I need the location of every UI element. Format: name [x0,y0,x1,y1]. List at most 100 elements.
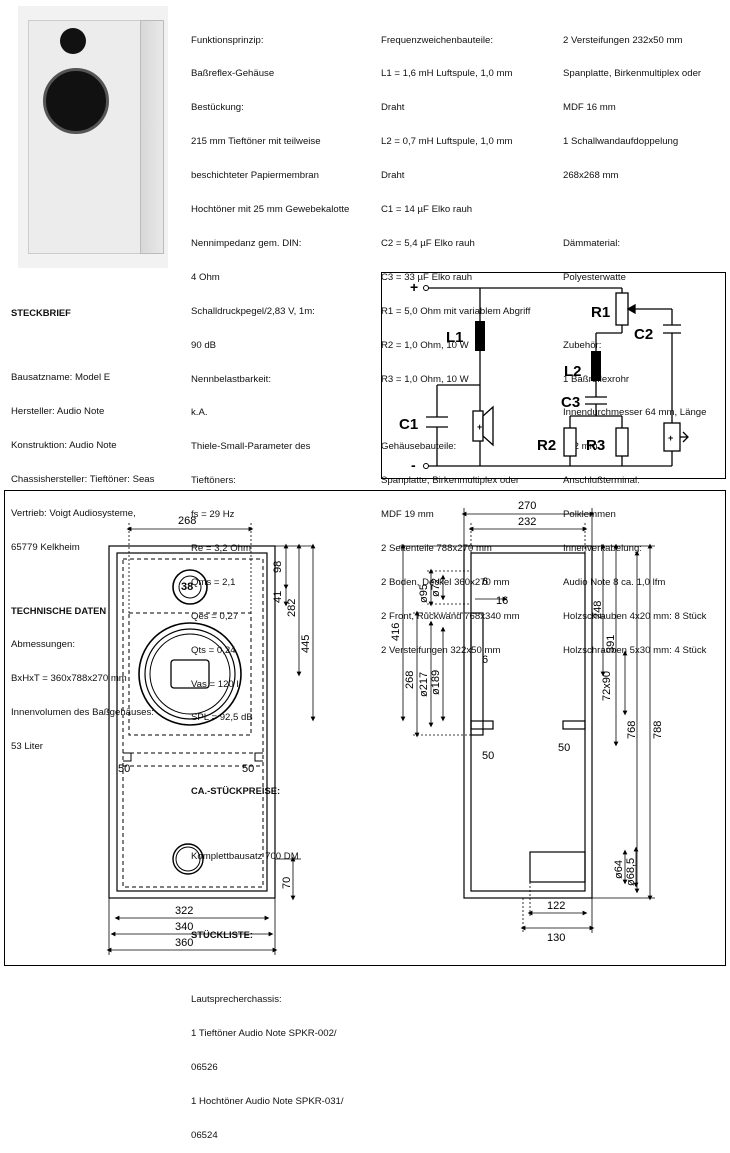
parts-line: Lautsprecherchassis: [191,994,282,1006]
tweeter-icon [60,28,86,54]
parts-line: Gehäusebauteile: [381,441,457,453]
side-section-view: 270 232 ø95 ø72 6 16 6 416 268 ø217 ø189… [390,500,664,944]
spec-line: Qms = 2,1 [191,576,236,588]
dim-dia-189: ø189 [430,670,442,695]
spec-line: Thiele-Small-Parameter des [191,441,311,453]
parts-line: 06526 [191,1062,218,1074]
coil-l2-icon [591,351,601,381]
speaker-side-panel [140,20,164,254]
parts-line: 268x268 mm [563,170,619,182]
parts-line: 1 Tieftöner Audio Note SPKR-002/ [191,1028,337,1040]
steckbrief-line: Konstruktion: Audio Note [11,439,117,451]
dim-tweeter-38: 38 [181,581,193,593]
dim-brace-50-side-left: 50 [482,750,494,762]
dim-268: 268 [404,671,416,689]
dim-port-122: 122 [547,900,565,912]
label-r1: R1 [591,304,610,321]
tech-line: Innenvolumen des Baßgehäuses: [11,706,154,718]
woofer-icon [43,68,109,134]
parts-line: Polyesterwatte [563,271,626,283]
parts-line: Spanplatte, Birkenmultiplex oder [563,68,702,80]
front-view: 268 38 50 50 322 340 360 98 41 282 445 7… [106,515,316,955]
spec-line: beschichteter Papiermembran [191,170,319,182]
dim-248: 248 [592,601,604,619]
crossover-schematic: + - + + L1 C1 R1 C2 L2 C3 R2 R3 [381,272,726,479]
spec-line: Nennimpedanz gem. DIN: [191,237,302,249]
steckbrief-line: Chassishersteller: Tieftöner: Seas [11,473,155,485]
dim-70: 70 [281,877,293,889]
label-r2: R2 [537,437,556,454]
tech-line: 53 Liter [11,740,43,752]
dim-brace-50-side-right: 50 [558,742,570,754]
parts-line: MDF 16 mm [563,102,616,114]
dim-dia-217: ø217 [418,672,430,697]
parts-line: R2 = 1,0 Ohm, 10 W [381,339,469,351]
spec-line: k.A. [191,407,208,419]
dim-brace-50-right: 50 [242,763,254,775]
construction-drawings: 268 38 50 50 322 340 360 98 41 282 445 7… [4,490,726,966]
schematic-svg: + - + + L1 C1 R1 C2 L2 C3 R2 R3 [399,279,689,473]
dim-282: 282 [286,599,298,617]
spec-line: Baßreflex-Gehäuse [191,68,275,80]
dim-445: 445 [300,635,312,653]
dim-front-360: 360 [175,937,193,949]
label-r3: R3 [586,437,605,454]
spec-line: 90 dB [191,339,217,351]
dim-41: 41 [272,591,284,603]
plans-svg: 268 38 50 50 322 340 360 98 41 282 445 7… [106,500,664,955]
dim-front-322: 322 [175,905,193,917]
spec-line: 4 Ohm [191,271,220,283]
parts-line: 1 Hochtöner Audio Note SPKR-031/ [191,1096,344,1108]
parts-line: R3 = 1,0 Ohm, 10 W [381,373,469,385]
parts-line: Draht [381,102,405,114]
steckbrief-line: 65779 Kelkheim [11,541,80,553]
parts-line: 2 Front, Rückwand 768x340 mm [381,610,520,622]
parts-line: 1 Schallwandaufdoppelung [563,136,679,148]
parts-line: C2 = 5,4 µF Elko rauh [381,237,475,249]
parts-line: 06524 [191,1129,218,1141]
steckbrief-line: Vertrieb: Voigt Audiosysteme, [11,507,136,519]
dim-side-232: 232 [518,516,536,528]
spec-line: Vas = 120 l [191,678,239,690]
dim-thickness-6b: 6 [482,654,488,666]
dim-dia-68-5: ø68,5 [625,858,637,886]
coil-l1-icon [475,321,485,351]
dim-391: 391 [605,635,617,653]
parts-line: L2 = 0,7 mH Luftspule, 1,0 mm [381,136,513,148]
dim-brace-50-left: 50 [118,763,130,775]
parts-line: Innendurchmesser 64 mm, Länge [563,407,707,419]
steckbrief-line: Hersteller: Audio Note [11,405,105,417]
dim-dia-95: ø95 [418,584,430,603]
spec-line: Bestückung: [191,102,244,114]
parts-line: Dämmaterial: [563,237,621,249]
tech-data-title: TECHNISCHE DATEN [11,605,107,617]
speaker-front-panel [28,20,142,254]
parts-line [563,204,706,215]
steckbrief-title: STECKBRIEF [11,306,71,318]
label-c3: C3 [561,394,580,411]
spec-line: Schalldruckpegel/2,83 V, 1m: [191,305,315,317]
parts-line: R1 = 5,0 Ohm mit variablem Abgriff [381,305,531,317]
dim-thickness-16: 16 [496,595,508,607]
spec-line: Tieftöners: [191,475,236,487]
dim-768: 768 [626,721,638,739]
spec-line: Re = 3,2 Ohm [191,542,251,554]
parts-line: C3 = 33 µF Elko rauh [381,271,473,283]
parts-line: Spanplatte, Birkenmultiplex oder [381,475,520,487]
spec-line: Qes = 0,27 [191,610,239,622]
parts-line: Anschlußterminal: [563,475,640,487]
label-c1: C1 [399,416,418,433]
dim-side-270: 270 [518,500,536,512]
steckbrief-line: Bausatzname: Model E [11,372,111,384]
woofer-polarity: + [477,422,482,432]
parts-line: L1 = 1,6 mH Luftspule, 1,0 mm [381,68,513,80]
dim-788: 788 [652,721,664,739]
plus-label: + [410,279,418,295]
parts-line: Frequenzweichenbauteile: [381,34,494,46]
parts-line: Zubehör: [563,339,602,351]
price-title: CA.-STÜCKPREISE: [191,784,281,796]
dim-dia-72: ø72 [430,578,442,597]
label-l2: L2 [564,363,582,380]
parts-line: MDF 19 mm [381,509,434,521]
spec-line: Funktionsprinzip: [191,34,264,46]
